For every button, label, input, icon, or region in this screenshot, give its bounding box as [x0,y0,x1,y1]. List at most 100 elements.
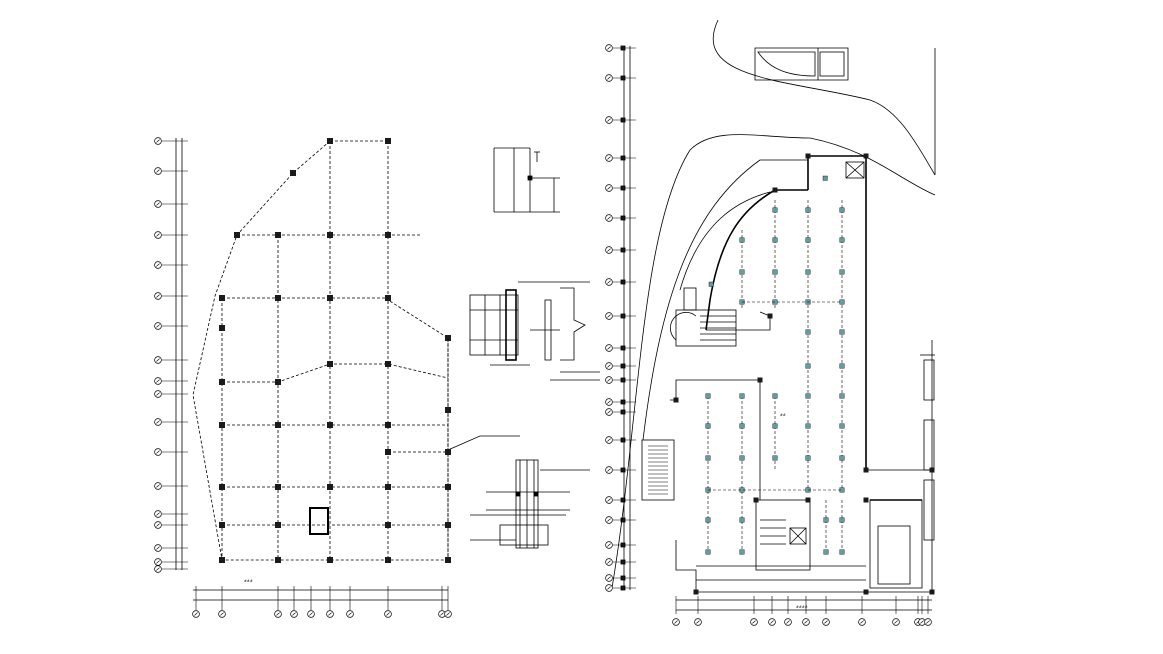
structural-column [385,232,391,238]
grid-bubble [605,74,613,82]
grid-bubble [444,610,452,618]
grid-bubble [605,408,613,416]
grid-bubble [892,618,900,626]
grid-bubble [154,137,162,145]
grid-bubble [802,618,810,626]
grid-bubble [346,610,354,618]
pile [805,207,811,213]
pile [839,363,845,369]
structural-column [275,232,281,238]
structural-column [385,557,391,563]
grid-bubble [605,116,613,124]
grid-bubble [605,436,613,444]
structural-column [445,522,451,528]
pile [805,393,811,399]
structural-column [767,313,773,319]
left-plan-row-grid-bubbles [154,137,162,573]
structural-column [445,407,451,413]
structural-column [275,522,281,528]
grid-bubble [154,261,162,269]
pile [805,237,811,243]
structural-column [290,170,296,176]
detail-section-top [493,147,560,213]
grid-bubble [750,618,758,626]
grid-bubble [822,618,830,626]
pile [839,207,845,213]
grid-bubble [768,618,776,626]
right-plan-columns [673,153,935,595]
grid-bubble [694,618,702,626]
structural-column [275,422,281,428]
pile [772,207,778,213]
structural-column [385,422,391,428]
structural-column [275,379,281,385]
structural-column [929,589,935,595]
structural-column [445,484,451,490]
grid-bubble [154,356,162,364]
grid-bubble [154,482,162,490]
pile [772,237,778,243]
grid-bubble [384,610,392,618]
left-plan-columns [219,138,451,563]
grid-bubble [154,418,162,426]
pile [739,423,745,429]
grid-bubble [154,510,162,518]
structural-column [673,397,679,403]
pile [739,393,745,399]
structural-column [219,379,225,385]
pile [772,423,778,429]
grid-bubble [605,246,613,254]
grid-bubble [605,278,613,286]
grid-bubble [605,184,613,192]
structural-column [219,522,225,528]
structural-column [863,589,869,595]
grid-bubble [672,618,680,626]
structural-column [275,295,281,301]
grid-bubble [290,610,298,618]
pile [839,423,845,429]
left-plan-column-grid-bubbles [192,610,452,618]
grid-bubble [605,44,613,52]
pile [705,517,711,523]
grid-bubble [605,574,613,582]
left-foundation-plan: ### [162,138,520,610]
structural-column [772,187,778,193]
structural-column [327,295,333,301]
structural-column [219,422,225,428]
grid-bubble [605,558,613,566]
grid-bubble [605,541,613,549]
pile [839,517,845,523]
structural-column [805,497,811,503]
grid-bubble [192,610,200,618]
structural-column [863,467,869,473]
pile [822,175,828,181]
pile [839,455,845,461]
svg-text:##: ## [780,413,786,417]
structural-column [385,449,391,455]
svg-text:####: #### [796,605,808,609]
grid-bubble [605,344,613,352]
structural-column [219,557,225,563]
structural-column [757,377,763,383]
grid-bubble [605,398,613,406]
structural-column [445,335,451,341]
structural-column [327,557,333,563]
pile [772,455,778,461]
structural-column [327,138,333,144]
structural-column [327,361,333,367]
right-plan-pile-grid [705,175,845,555]
structural-column [385,295,391,301]
structural-column [234,232,240,238]
grid-bubble [605,376,613,384]
pile [772,269,778,275]
right-plan-column-grid-bubbles [672,618,932,626]
pile [839,269,845,275]
grid-bubble [326,610,334,618]
grid-bubble [154,292,162,300]
structural-column [327,232,333,238]
pile [839,329,845,335]
structural-column [863,497,869,503]
pile [805,329,811,335]
structural-column [863,153,869,159]
pile [839,237,845,243]
